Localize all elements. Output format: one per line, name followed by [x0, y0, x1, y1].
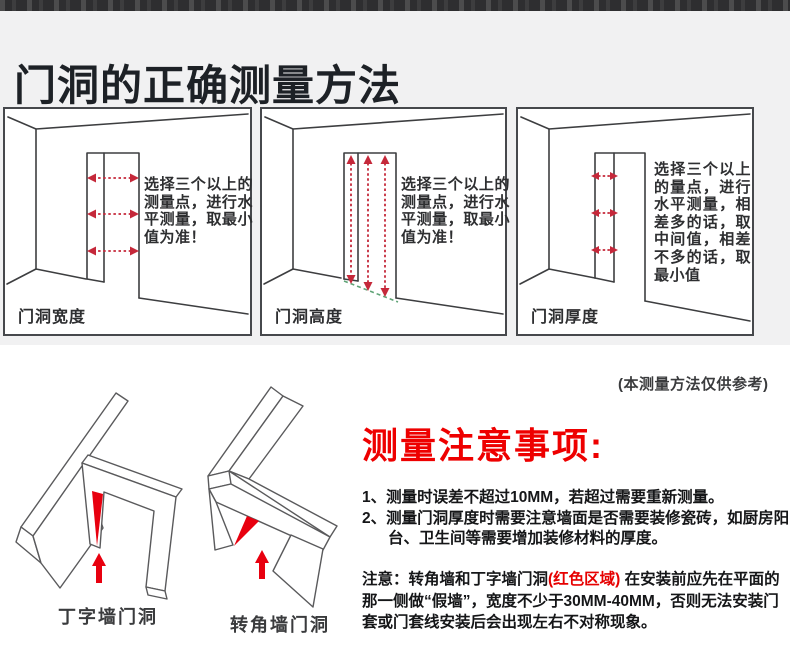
width-measure-arrows	[87, 173, 139, 256]
red-up-arrow	[92, 553, 106, 583]
panel-door-height: 选择三个以上的测量点，进行水平测量，取最小值为准！ 门洞高度	[260, 107, 510, 336]
panel-instruction: 选择三个以上的量点，进行水平测量，相差多的话，取中间值，相差不多的话，取最小值	[654, 161, 751, 284]
note-item-2: 2、测量门洞厚度时需要注意墙面是否需要装修瓷砖，如厨房阳台、卫生间等需要增加装修…	[362, 509, 790, 548]
panel-label-height: 门洞高度	[275, 309, 344, 326]
t-wall-label: 丁字墙门洞	[58, 607, 158, 627]
corner-wall-label: 转角墙门洞	[230, 615, 330, 635]
warning-text-2: 在安装前应先在平面的那一侧做“假墙”，宽度不少于30MM-40MM，否则无法安装…	[362, 571, 780, 631]
red-area	[234, 516, 259, 546]
panel-door-width: 选择三个以上的测量点，进行水平测量，取最小值为准！ 门洞宽度	[3, 107, 253, 336]
floor-reference-line	[343, 280, 399, 303]
t-wall-diagram	[15, 392, 183, 600]
panel-instruction: 选择三个以上的测量点，进行水平测量，取最小值为准！	[401, 176, 510, 246]
panel-label-width: 门洞宽度	[18, 309, 87, 326]
page-title: 门洞的正确测量方法	[14, 62, 402, 110]
panel-door-thickness: 选择三个以上的量点，进行水平测量，相差多的话，取中间值，相差不多的话，取最小值 …	[516, 107, 754, 336]
reference-note: (本测量方法仅供参考)	[618, 376, 769, 393]
panel-label-thickness: 门洞厚度	[531, 309, 600, 326]
warning-text-1: 注意：转角墙和丁字墙门洞	[362, 571, 549, 588]
notes-list: 1、测量时误差不超过10MM，若超过需要重新测量。 2、测量门洞厚度时需要注意墙…	[362, 488, 790, 550]
door-height-diagram	[263, 113, 504, 315]
red-area	[92, 491, 103, 546]
red-up-arrow	[255, 550, 269, 579]
warning-red-area-text: (红色区域)	[548, 571, 621, 588]
warning-paragraph: 注意：转角墙和丁字墙门洞(红色区域) 在安装前应先在平面的那一侧做“假墙”，宽度…	[362, 569, 790, 634]
notes-title: 测量注意事项:	[362, 425, 604, 466]
height-measure-arrows	[346, 155, 390, 297]
cropped-header-strip	[0, 0, 790, 11]
door-thickness-diagram	[519, 113, 751, 322]
corner-wall-diagram	[207, 386, 338, 608]
note-item-1: 1、测量时误差不超过10MM，若超过需要重新测量。	[362, 489, 724, 506]
panel-instruction: 选择三个以上的测量点，进行水平测量，取最小值为准！	[144, 176, 253, 246]
thickness-measure-arrows	[591, 172, 618, 254]
door-width-diagram	[6, 113, 249, 315]
